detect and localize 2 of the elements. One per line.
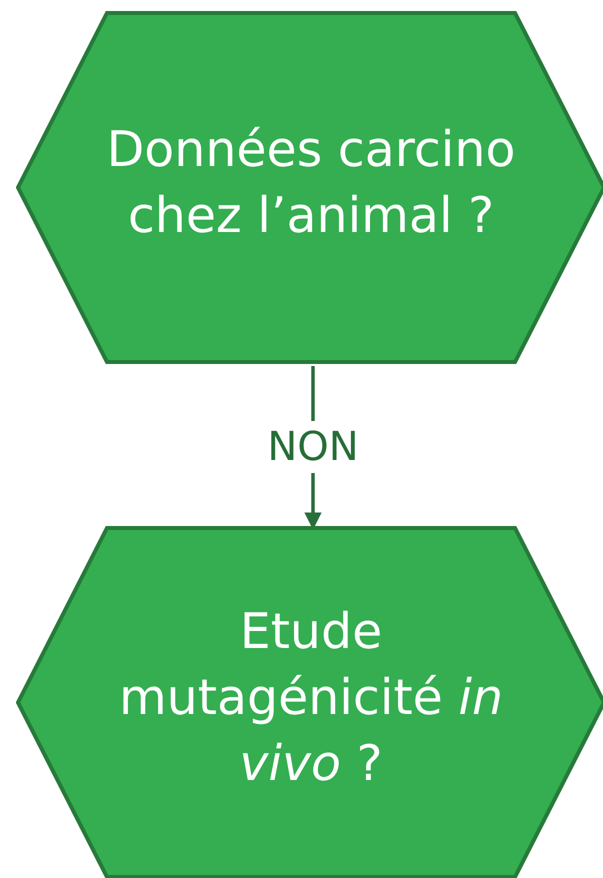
node-text: Etude mutagénicité in vivo ? (118, 602, 504, 794)
node-text: Données carcino chez l’animal ? (106, 120, 516, 246)
